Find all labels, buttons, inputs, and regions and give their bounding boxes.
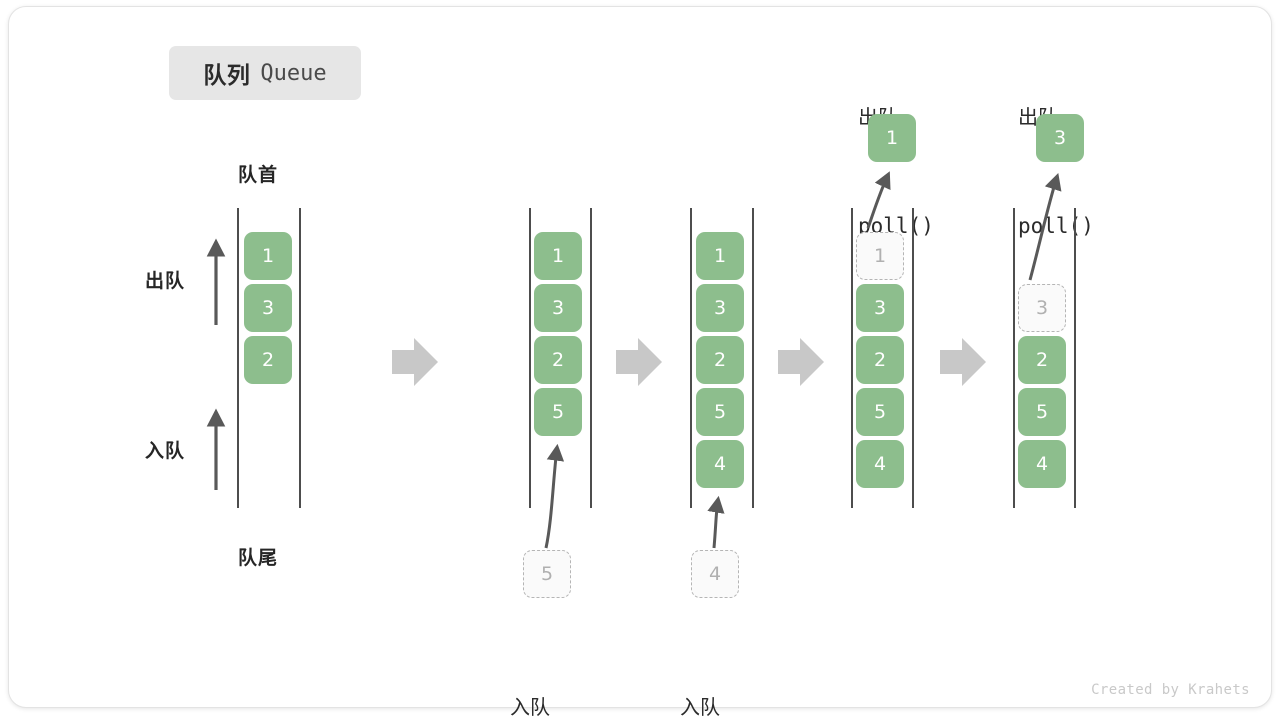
queue-node: 5	[696, 388, 744, 436]
queue-rail-left-2	[529, 208, 531, 508]
queue-rail-right-1	[299, 208, 301, 508]
pending-node: 5	[523, 550, 571, 598]
queue-rail-right-5	[1074, 208, 1076, 508]
stage-caption-offer-5: 入队 offer(5)	[510, 618, 611, 720]
queue-node: 5	[1018, 388, 1066, 436]
title-english: Queue	[260, 60, 327, 86]
queue-node: 3	[856, 284, 904, 332]
queue-node-removed: 1	[856, 232, 904, 280]
queue-node: 1	[534, 232, 582, 280]
popped-node: 3	[1036, 114, 1084, 162]
stage-caption-offer-4: 入队 offer(4)	[680, 618, 781, 720]
queue-rail-left-5	[1013, 208, 1015, 508]
queue-node-new: 5	[534, 388, 582, 436]
queue-node: 5	[856, 388, 904, 436]
queue-node: 2	[696, 336, 744, 384]
diagram-title-chip: 队列 Queue	[169, 46, 361, 100]
stage-caption-cn: 入队	[680, 697, 720, 719]
rear-label: 队尾	[238, 548, 279, 569]
stage-caption-poll-3: 出队 poll()	[1018, 28, 1094, 316]
queue-node: 2	[1018, 336, 1066, 384]
queue-node: 1	[696, 232, 744, 280]
queue-rail-left-4	[851, 208, 853, 508]
queue-node-removed: 3	[1018, 284, 1066, 332]
queue-node: 4	[1018, 440, 1066, 488]
popped-node: 1	[868, 114, 916, 162]
queue-node: 2	[534, 336, 582, 384]
queue-rail-left-3	[690, 208, 692, 508]
enqueue-direction-label: 入队	[145, 441, 186, 462]
queue-rail-left-1	[237, 208, 239, 508]
queue-node: 2	[856, 336, 904, 384]
queue-node: 3	[244, 284, 292, 332]
credit-text: Created by Krahets	[1091, 682, 1250, 698]
queue-node: 4	[856, 440, 904, 488]
queue-node: 2	[244, 336, 292, 384]
queue-node: 1	[244, 232, 292, 280]
stage-caption-code: poll()	[1018, 214, 1094, 238]
queue-rail-right-3	[752, 208, 754, 508]
queue-rail-right-4	[912, 208, 914, 508]
queue-node: 3	[534, 284, 582, 332]
title-chinese: 队列	[203, 62, 251, 88]
pending-node: 4	[691, 550, 739, 598]
queue-node: 3	[696, 284, 744, 332]
stage-caption-cn: 入队	[510, 697, 550, 719]
dequeue-direction-label: 出队	[145, 271, 186, 292]
queue-node-new: 4	[696, 440, 744, 488]
front-label: 队首	[238, 165, 279, 186]
queue-rail-right-2	[590, 208, 592, 508]
